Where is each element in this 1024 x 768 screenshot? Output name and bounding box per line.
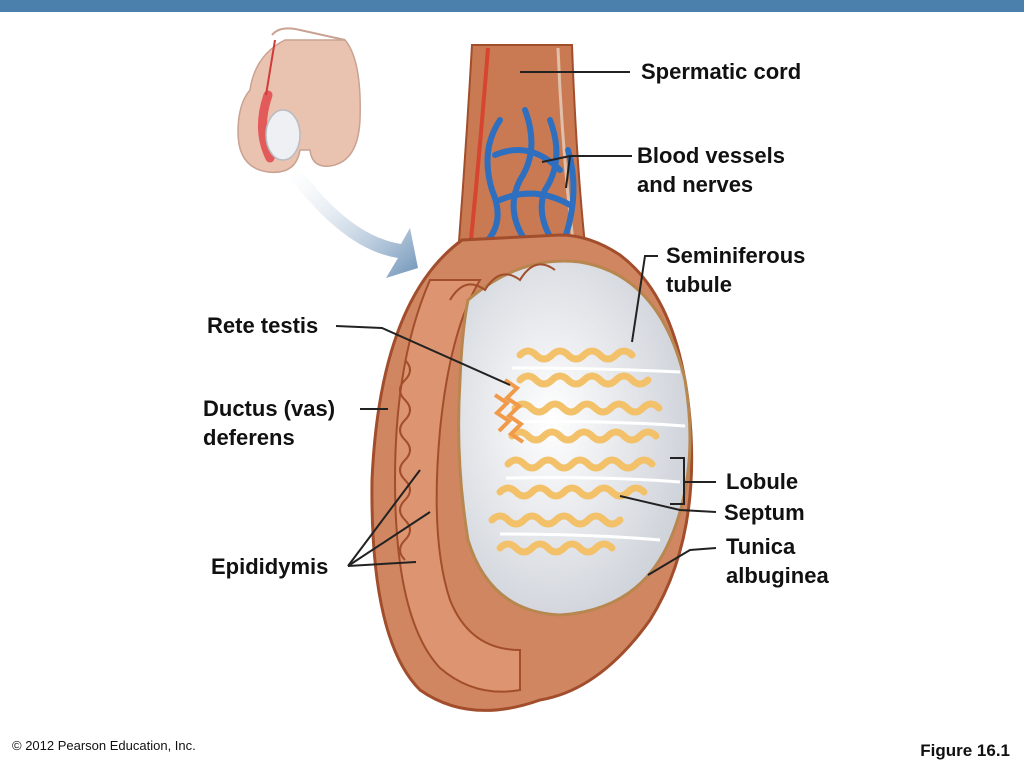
label-tunica-albuginea: Tunica albuginea [726, 534, 829, 588]
septa [499, 366, 686, 542]
label-seminiferous-tubule: Seminiferous tubule [666, 243, 806, 297]
blood-vessels [484, 107, 577, 248]
label-rete-testis: Rete testis [207, 313, 319, 338]
label-epididymis: Epididymis [211, 554, 329, 579]
epididymis [393, 279, 521, 693]
label-septum: Septum [724, 500, 805, 525]
top-accent-bar [0, 0, 1024, 12]
inset-overview [237, 27, 361, 174]
label-lobule: Lobule [726, 469, 799, 494]
label-blood-vessels-and-nerves: Blood vessels and nerves [637, 143, 785, 197]
copyright-notice: © 2012 Pearson Education, Inc. [12, 738, 196, 753]
leader-lines [335, 71, 717, 576]
rete-testis [493, 378, 525, 444]
pointer-arrow [290, 168, 418, 278]
label-ductus-deferens: Ductus (vas) deferens [203, 396, 336, 450]
label-spermatic-cord: Spermatic cord [641, 59, 802, 84]
figure-number: Figure 16.1 [920, 741, 1010, 760]
